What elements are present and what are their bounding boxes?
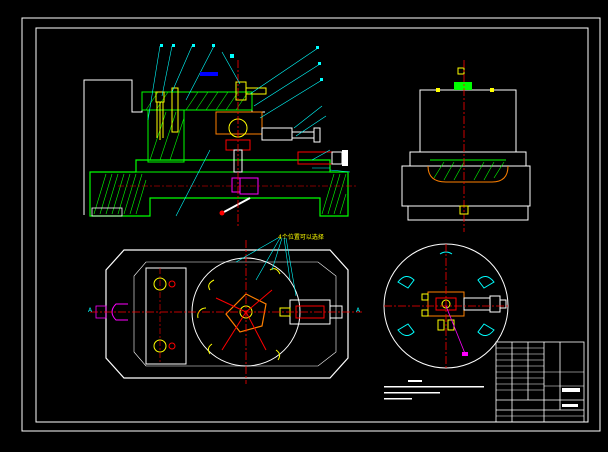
drawing-frame: [21, 17, 601, 432]
front-section-view: [83, 44, 356, 226]
section-mark-right: A: [356, 307, 361, 314]
title-block: [495, 341, 585, 423]
side-view: [401, 60, 531, 232]
note-positions-text: 4个位置可以选择: [278, 233, 324, 241]
round-table-view: [383, 243, 509, 369]
plan-view: 4个位置可以选择 A A: [88, 233, 362, 384]
tech-requirements: [384, 380, 484, 400]
section-mark-left: A: [88, 307, 93, 314]
